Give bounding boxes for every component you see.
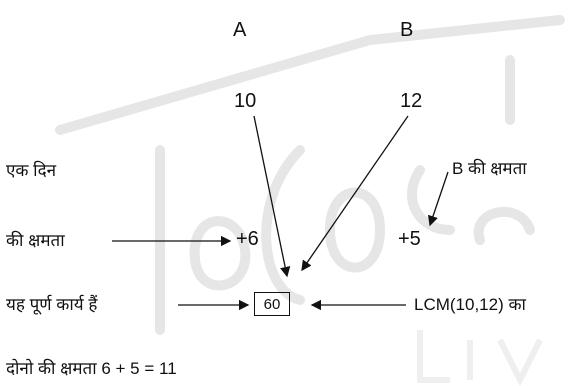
arrow-12-to-60 bbox=[301, 115, 409, 272]
arrow-10-to-60 bbox=[253, 115, 291, 278]
capacity-a: +6 bbox=[236, 228, 259, 250]
label-combined: दोनो की क्षमता 6 + 5 = 11 bbox=[6, 359, 177, 378]
label-capacity: की क्षमता bbox=[6, 231, 65, 250]
capacity-b: +5 bbox=[398, 228, 421, 250]
arrow-bcapacity-to-5 bbox=[428, 171, 449, 227]
total-value: 60 bbox=[263, 295, 281, 313]
label-one-day: एक दिन bbox=[6, 161, 57, 180]
value-b: 12 bbox=[400, 90, 423, 112]
total-box: 60 bbox=[254, 292, 290, 316]
value-a: 10 bbox=[234, 90, 257, 112]
header-a: A bbox=[233, 19, 247, 41]
label-b-capacity: B की क्षमता bbox=[452, 159, 527, 178]
header-b: B bbox=[400, 19, 414, 41]
label-total-work: यह पूर्ण कार्य हैं bbox=[6, 295, 98, 314]
label-lcm: LCM(10,12) का bbox=[414, 295, 526, 314]
